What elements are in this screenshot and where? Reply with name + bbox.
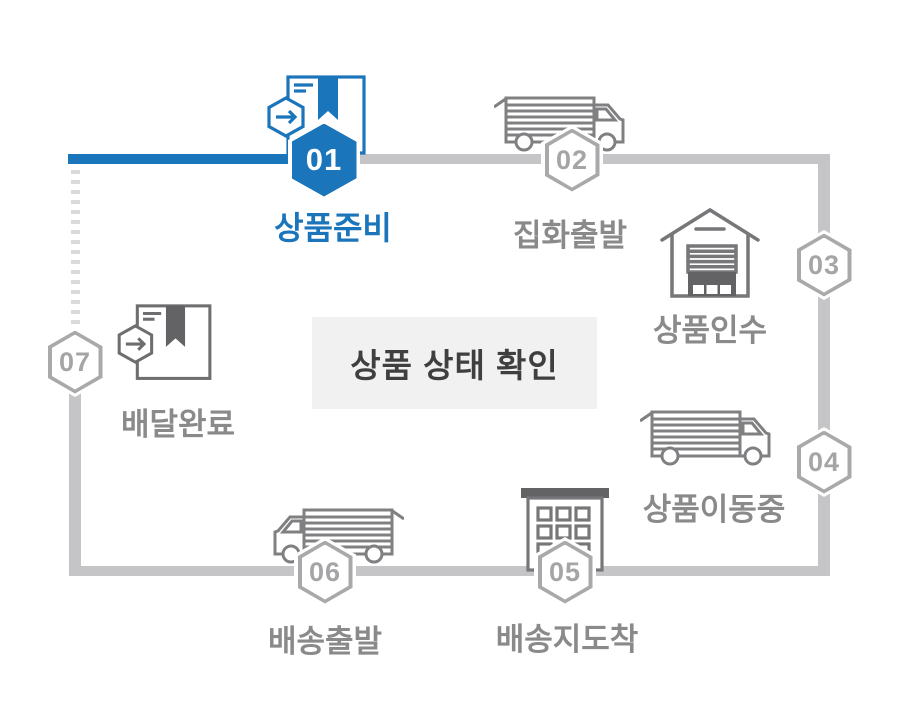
stage-05-number: 05 xyxy=(541,544,589,600)
progress-line-completed xyxy=(68,154,328,164)
stage-03-number: 03 xyxy=(800,237,848,293)
stage-06-number: 06 xyxy=(301,544,349,600)
warehouse-icon xyxy=(660,207,760,298)
stage-02-number: 02 xyxy=(548,132,596,188)
track-line-left xyxy=(69,392,81,576)
track-line-right xyxy=(818,154,830,576)
stage-04-label: 상품이동중 xyxy=(642,492,786,527)
stage-02-badge: 02 xyxy=(541,125,603,195)
stage-06-label: 배송출발 xyxy=(267,624,383,659)
stage-03-label: 상품인수 xyxy=(652,313,768,348)
center-status-panel: 상품 상태 확인 xyxy=(312,317,597,409)
stage-03-badge: 03 xyxy=(793,230,855,300)
stage-01-number: 01 xyxy=(295,127,353,193)
track-line-left-dotted xyxy=(71,170,80,328)
stage-07-label: 배달완료 xyxy=(120,407,236,442)
diagram-title: 상품 상태 확인 xyxy=(350,347,559,384)
package-box-icon xyxy=(117,304,212,380)
stage-04-number: 04 xyxy=(800,434,848,490)
stage-05-badge: 05 xyxy=(534,537,596,607)
stage-04-badge: 04 xyxy=(793,427,855,497)
stage-07-number: 07 xyxy=(51,334,99,390)
stage-06-badge: 06 xyxy=(294,537,356,607)
stage-05-label: 배송지도착 xyxy=(495,622,639,657)
stage-01-badge: 01 xyxy=(288,120,360,200)
stage-07-badge: 07 xyxy=(44,327,106,397)
truck-icon xyxy=(640,410,771,466)
stage-01-label: 상품준비 xyxy=(274,210,392,246)
track-line-bottom xyxy=(69,566,830,576)
stage-02-label: 집화출발 xyxy=(512,218,628,253)
